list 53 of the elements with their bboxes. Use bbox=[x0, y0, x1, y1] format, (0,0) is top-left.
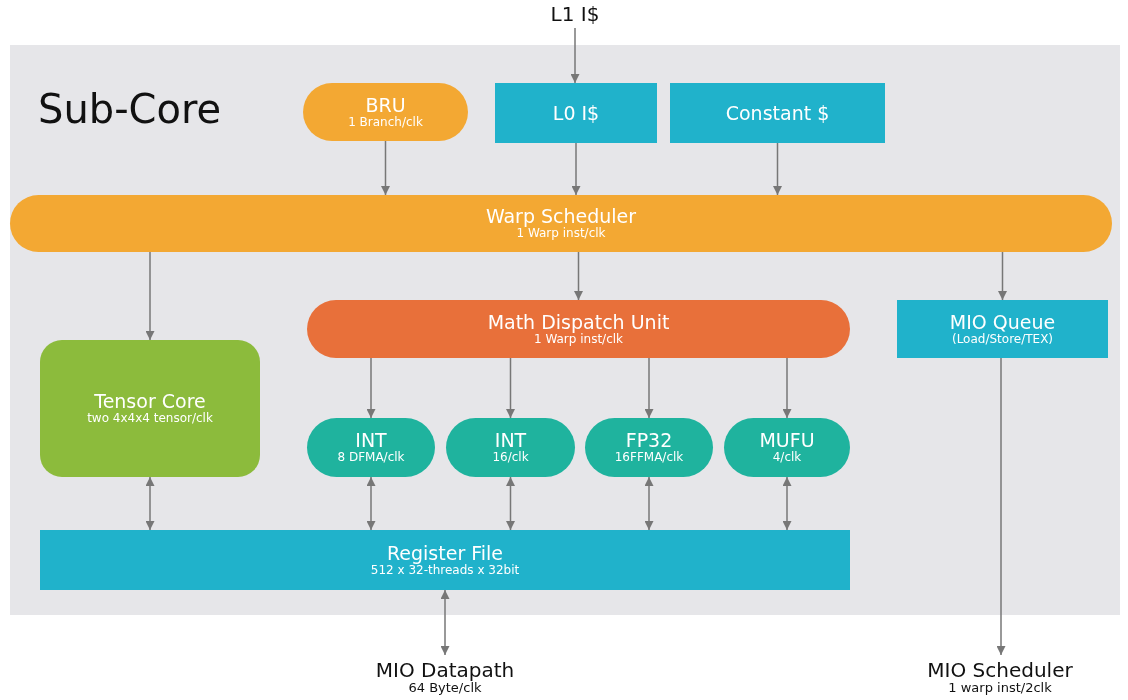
unit-rate: 1 Warp inst/clk bbox=[516, 227, 606, 241]
arrow bbox=[644, 357, 654, 419]
sub-core-panel bbox=[10, 45, 1120, 615]
arrow bbox=[644, 476, 654, 531]
unit-name: INT bbox=[494, 430, 527, 452]
unit-name: Tensor Core bbox=[94, 391, 206, 413]
unit-rate: 1 Branch/clk bbox=[348, 115, 423, 130]
unit-name: Register File bbox=[386, 542, 504, 564]
unit-rate: 8 DFMA/clk bbox=[337, 451, 405, 465]
unit-rate: 1 warp inst/2clk bbox=[948, 681, 1052, 696]
unit-rate: 16FFMA/clk bbox=[614, 451, 684, 465]
panel-title: Sub-Core bbox=[38, 87, 222, 131]
unit-box bbox=[670, 83, 885, 143]
unit-name: INT bbox=[355, 430, 387, 452]
arrow bbox=[381, 140, 390, 196]
unit-pill bbox=[303, 83, 468, 141]
unit-name: BRU bbox=[365, 94, 406, 116]
arrow bbox=[773, 142, 782, 196]
unit-name: L1 I$ bbox=[550, 3, 600, 25]
unit-name: MUFU bbox=[759, 430, 815, 452]
arrow bbox=[440, 589, 450, 656]
unit-box bbox=[897, 300, 1108, 358]
arrow bbox=[570, 27, 580, 84]
unit-pill bbox=[10, 195, 1112, 252]
unit-pill bbox=[307, 300, 850, 358]
unit-rate: 64 Byte/clk bbox=[408, 681, 482, 696]
unit-rate: 16/clk bbox=[492, 451, 529, 465]
arrow bbox=[782, 476, 792, 531]
arrow bbox=[145, 476, 155, 531]
arrow bbox=[574, 251, 583, 301]
arrow bbox=[506, 357, 515, 419]
arrow bbox=[998, 251, 1007, 301]
unit-box bbox=[40, 530, 850, 590]
unit-name: Constant $ bbox=[725, 102, 830, 124]
arrow bbox=[506, 476, 515, 531]
unit-rate: two 4x4x4 tensor/clk bbox=[87, 412, 213, 426]
unit-name: MIO Datapath bbox=[375, 659, 515, 682]
arrow bbox=[571, 142, 581, 196]
unit-name: FP32 bbox=[625, 430, 673, 452]
unit-rate: (Load/Store/TEX) bbox=[951, 332, 1054, 347]
unit-name: MIO Queue bbox=[949, 311, 1056, 333]
arrow bbox=[145, 251, 155, 341]
unit-rate: 4/clk bbox=[772, 451, 802, 465]
arrow bbox=[366, 476, 376, 531]
unit-box bbox=[495, 83, 657, 143]
arrow bbox=[366, 357, 376, 419]
tensor-core-box bbox=[40, 340, 260, 477]
unit-name: Warp Scheduler bbox=[485, 206, 637, 228]
unit-name: L0 I$ bbox=[552, 102, 600, 124]
arrow bbox=[996, 357, 1006, 656]
unit-name: Math Dispatch Unit bbox=[487, 311, 670, 333]
unit-name: MIO Scheduler bbox=[927, 659, 1073, 682]
arrow bbox=[782, 357, 792, 419]
